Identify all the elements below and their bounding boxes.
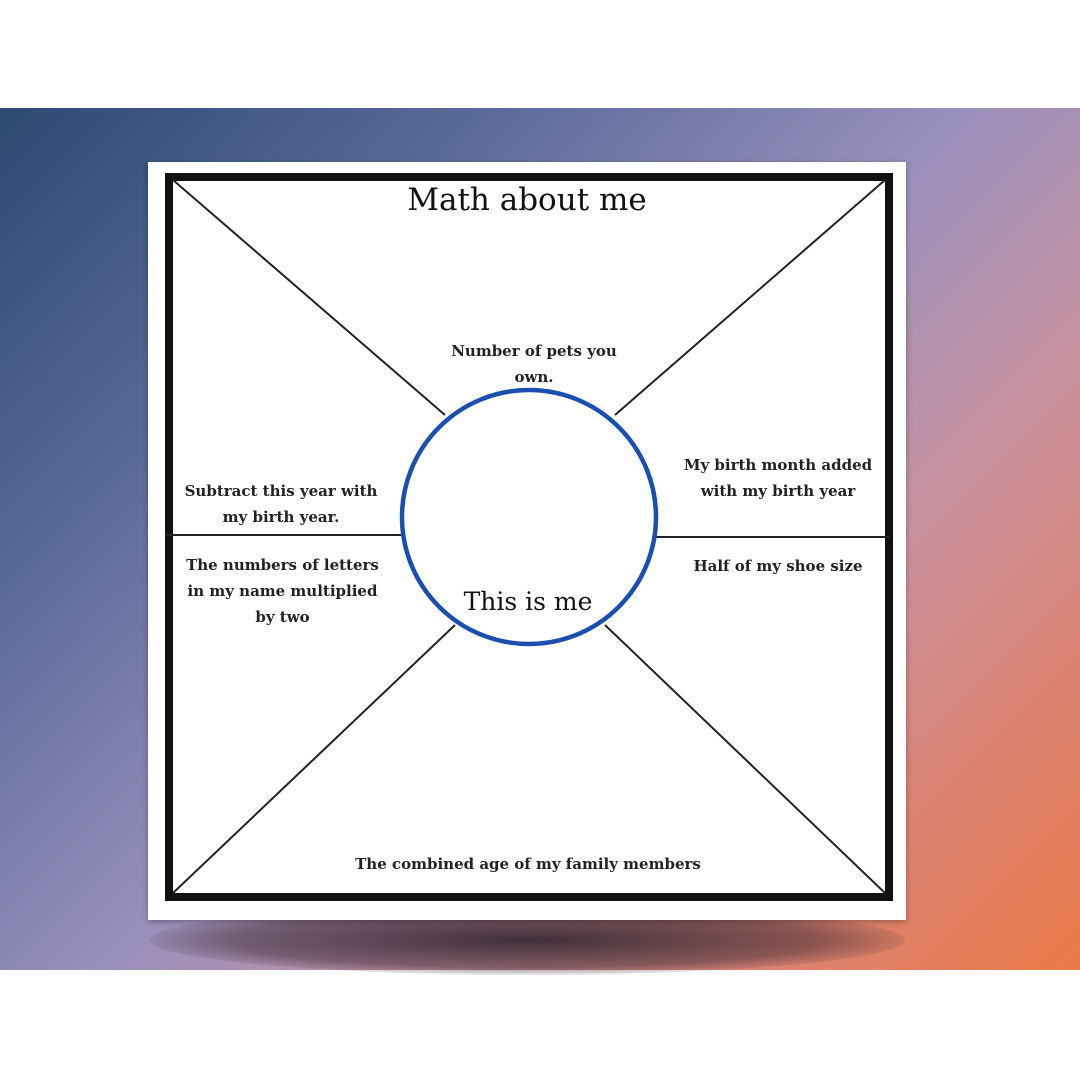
prompt-subtract-year: Subtract this year with my birth year.	[184, 482, 378, 526]
diagonal-top-right	[614, 179, 886, 416]
center-label: This is me	[463, 587, 593, 616]
prompt-birth-month: My birth month added with my birth year	[683, 456, 873, 500]
diagonal-bottom-right	[604, 624, 886, 894]
diagonal-bottom-left	[172, 624, 456, 894]
prompt-letters-name: The numbers of letters in my name multip…	[186, 556, 379, 626]
worksheet-lines	[165, 173, 893, 901]
worksheet-card: Math about me This is me Number of pets …	[148, 162, 906, 920]
worksheet-title: Math about me	[407, 182, 647, 218]
diagonal-top-left	[172, 179, 446, 416]
prompt-pets: Number of pets you own.	[451, 342, 617, 386]
prompt-shoe-size: Half of my shoe size	[693, 557, 863, 575]
prompt-family-age: The combined age of my family members	[355, 855, 701, 873]
center-circle	[399, 387, 659, 647]
